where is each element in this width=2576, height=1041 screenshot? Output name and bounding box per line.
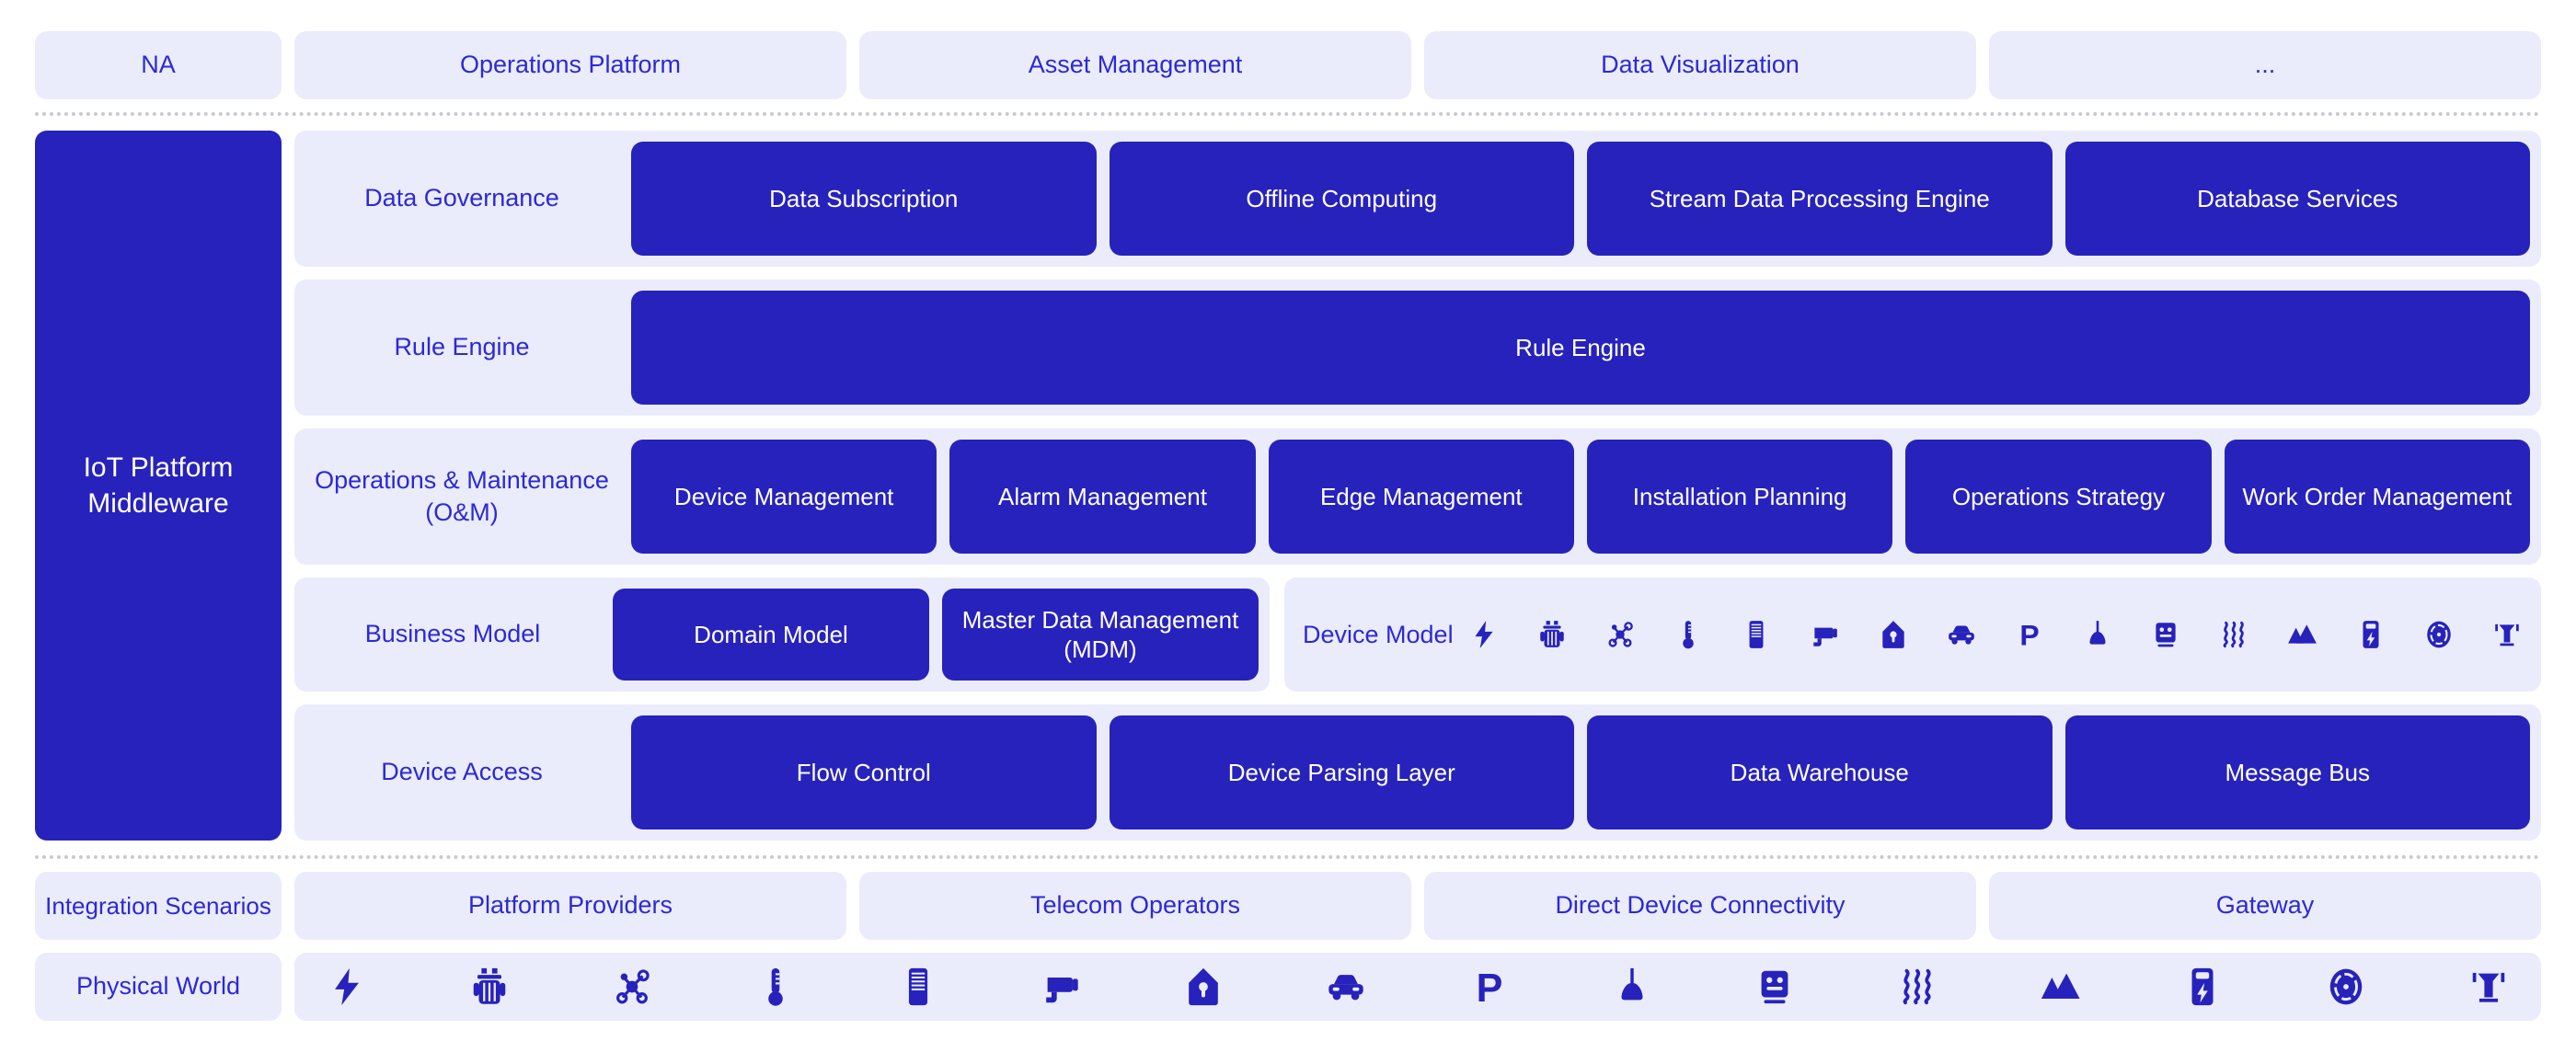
manhole-cover-icon <box>2423 619 2455 650</box>
thermometer-icon <box>1673 619 1704 650</box>
cell-offline-computing[interactable]: Offline Computing <box>1109 142 1574 256</box>
cell-data-subscription[interactable]: Data Subscription <box>631 142 1097 256</box>
thermometer-icon <box>754 966 797 1008</box>
row-cells-rule-engine: Rule Engine <box>631 291 2530 405</box>
application-cell-data-visualization[interactable]: Data Visualization <box>1424 31 1976 99</box>
vehicle-icon <box>1946 619 1977 650</box>
device-panel-icon <box>1741 619 1772 650</box>
manhole-cover-icon <box>2325 966 2367 1008</box>
mountains-icon <box>2286 619 2317 650</box>
row-cells-data-governance: Data Subscription Offline Computing Stre… <box>631 142 2530 256</box>
cell-data-warehouse[interactable]: Data Warehouse <box>1587 715 2053 829</box>
waste-bin-icon <box>1536 619 1568 650</box>
surveillance-camera-icon <box>1040 966 1082 1008</box>
water-valve-icon <box>2491 619 2523 650</box>
smart-meter-icon <box>2150 619 2181 650</box>
integration-cell-telecom-operators[interactable]: Telecom Operators <box>859 872 1411 940</box>
physical-world-row: Physical World P <box>35 953 2541 1021</box>
heat-waves-icon <box>1896 966 1938 1008</box>
application-layer-row: NA Operations Platform Asset Management … <box>35 31 2541 99</box>
cell-work-order-management[interactable]: Work Order Management <box>2224 440 2530 554</box>
svg-text:P: P <box>2019 619 2039 650</box>
cell-alarm-management[interactable]: Alarm Management <box>949 440 1256 554</box>
water-valve-icon <box>2467 966 2510 1008</box>
application-cell-na[interactable]: NA <box>35 31 282 99</box>
device-model-icon-strip: P <box>1468 619 2523 650</box>
cell-message-bus[interactable]: Message Bus <box>2064 715 2530 829</box>
sensor-node-icon <box>1604 619 1636 650</box>
street-lamp-icon <box>2082 619 2113 650</box>
ev-charger-icon <box>2181 966 2224 1008</box>
cell-installation-planning[interactable]: Installation Planning <box>1586 440 1893 554</box>
cell-device-parsing-layer[interactable]: Device Parsing Layer <box>1109 715 1574 829</box>
row-label-device-model: Device Model <box>1303 620 1454 648</box>
physical-world-icon-strip: P <box>294 953 2541 1021</box>
row-cells-device-access: Flow Control Device Parsing Layer Data W… <box>631 715 2530 829</box>
ev-charger-icon <box>2355 619 2386 650</box>
middleware-rows: Data Governance Data Subscription Offlin… <box>294 131 2541 841</box>
cell-device-management[interactable]: Device Management <box>631 440 937 554</box>
middleware-row-operations-maintenance: Operations & Maintenance (O&M) Device Ma… <box>294 429 2541 565</box>
middleware-row-rule-engine: Rule Engine Rule Engine <box>294 280 2541 416</box>
sensor-node-icon <box>611 966 653 1008</box>
divider-middleware <box>35 855 2541 859</box>
integration-cell-direct-device-connectivity[interactable]: Direct Device Connectivity <box>1424 872 1976 940</box>
surveillance-camera-icon <box>1809 619 1840 650</box>
middleware-side-label: IoT Platform Middleware <box>35 131 282 841</box>
cell-rule-engine[interactable]: Rule Engine <box>631 291 2530 405</box>
vehicle-icon <box>1325 966 1367 1008</box>
mountains-icon <box>2039 966 2081 1008</box>
cell-stream-data-processing-engine[interactable]: Stream Data Processing Engine <box>1587 142 2053 256</box>
cell-edge-management[interactable]: Edge Management <box>1268 440 1574 554</box>
row-label-physical-world: Physical World <box>35 953 282 1021</box>
row-label-business-model: Business Model <box>364 620 541 648</box>
lightning-bolt-icon <box>326 966 368 1008</box>
cell-domain-model[interactable]: Domain Model <box>613 589 929 681</box>
parking-icon: P <box>2014 619 2045 650</box>
cell-flow-control[interactable]: Flow Control <box>631 715 1097 829</box>
application-cell-asset-management[interactable]: Asset Management <box>859 31 1411 99</box>
integration-cell-platform-providers[interactable]: Platform Providers <box>294 872 846 940</box>
middleware-row-data-governance: Data Governance Data Subscription Offlin… <box>294 131 2541 267</box>
divider-applications <box>35 112 2541 116</box>
middleware-row-device-access: Device Access Flow Control Device Parsin… <box>294 704 2541 841</box>
cell-master-data-management[interactable]: Master Data Management (MDM) <box>942 589 1259 681</box>
waste-bin-icon <box>468 966 511 1008</box>
row-cells-business-model: Domain Model Master Data Management (MDM… <box>613 589 1259 681</box>
device-panel-icon <box>897 966 939 1008</box>
row-cells-operations-maintenance: Device Management Alarm Management Edge … <box>631 440 2530 554</box>
row-label-operations-maintenance: Operations & Maintenance (O&M) <box>315 465 609 526</box>
street-lamp-icon <box>1611 966 1653 1008</box>
heat-waves-icon <box>2218 619 2249 650</box>
device-model-panel: Device Model P <box>1284 578 2541 692</box>
row-label-device-access: Device Access <box>381 758 543 786</box>
business-model-panel: Business Model Domain Model Master Data … <box>294 578 1270 692</box>
row-label-rule-engine: Rule Engine <box>394 333 530 361</box>
smart-meter-icon <box>1754 966 1796 1008</box>
integration-scenarios-row: Integration Scenarios Platform Providers… <box>35 872 2541 940</box>
smart-home-icon <box>1878 619 1909 650</box>
smart-home-icon <box>1182 966 1225 1008</box>
parking-icon: P <box>1468 966 1511 1008</box>
application-cell-operations-platform[interactable]: Operations Platform <box>294 31 846 99</box>
cell-operations-strategy[interactable]: Operations Strategy <box>1905 440 2212 554</box>
application-cell-more[interactable]: ... <box>1989 31 2541 99</box>
row-label-integration-scenarios: Integration Scenarios <box>35 872 282 940</box>
svg-text:P: P <box>1476 967 1502 1008</box>
row-label-data-governance: Data Governance <box>364 184 559 212</box>
lightning-bolt-icon <box>1468 619 1500 650</box>
middleware-band: IoT Platform Middleware Data Governance … <box>35 131 2541 841</box>
cell-database-services[interactable]: Database Services <box>2064 142 2530 256</box>
integration-cell-gateway[interactable]: Gateway <box>1989 872 2541 940</box>
middleware-row-business-device-model: Business Model Domain Model Master Data … <box>294 578 2541 692</box>
